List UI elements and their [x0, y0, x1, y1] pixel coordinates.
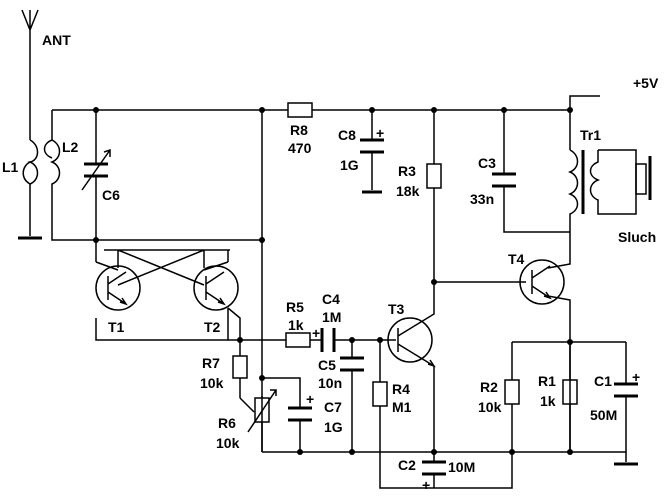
c2-plus: +	[422, 477, 430, 493]
capacitor-c5	[340, 340, 364, 452]
c3-label: C3	[478, 155, 496, 171]
l1-label: L1	[2, 159, 19, 175]
right-branch-wiring	[511, 341, 627, 452]
l2-label: L2	[62, 139, 79, 155]
c4-label: C4	[322, 291, 340, 307]
transistor-t3	[387, 308, 436, 452]
r5-label: R5	[286, 299, 304, 315]
top-rail	[52, 95, 600, 150]
c1-label: C1	[594, 373, 612, 389]
tr1-label: Tr1	[580, 127, 601, 143]
t4-wiring	[434, 250, 571, 452]
c8-label: C8	[338, 127, 356, 143]
t3-label: T3	[388, 301, 405, 317]
c7-label: C7	[324, 399, 342, 415]
r7-value: 10k	[200, 375, 224, 391]
r3-label: R3	[398, 163, 416, 179]
resistor-r2	[504, 379, 520, 405]
c5-label: C5	[318, 357, 336, 373]
resistor-r1	[562, 379, 578, 405]
capacitor-c3	[492, 110, 570, 233]
r6-label: R6	[218, 415, 236, 431]
t2-label: T2	[204, 319, 221, 335]
transistor-t4	[519, 259, 565, 305]
t4-label: T4	[508, 251, 525, 267]
r7-label: R7	[202, 355, 220, 371]
c8-plus: +	[376, 125, 384, 141]
potentiometer-r6	[239, 377, 301, 452]
transformer-tr1	[567, 149, 637, 250]
c6-label: C6	[102, 187, 120, 203]
transistor-t2	[193, 265, 239, 311]
capacitor-c1	[614, 382, 638, 398]
resistor-r8	[287, 102, 313, 118]
c4-value: 1M	[322, 309, 341, 325]
resistor-r5	[285, 332, 311, 348]
r4-value: M1	[392, 399, 412, 415]
c8-value: 1G	[340, 157, 359, 173]
c4-plus: +	[312, 325, 320, 341]
vcc-label: +5V	[633, 75, 659, 91]
bottom-rail	[262, 451, 627, 462]
r4-label: R4	[392, 381, 410, 397]
capacitor-c7	[288, 400, 312, 452]
c5-value: 10n	[318, 375, 342, 391]
c1-plus: +	[632, 369, 640, 385]
ant-label: ANT	[42, 32, 71, 48]
c2-value: 10M	[448, 459, 475, 475]
coil-l1	[18, 139, 42, 240]
capacitor-c4	[320, 328, 336, 352]
headphone-icon	[635, 156, 652, 200]
t1-label: T1	[108, 319, 125, 335]
resistor-r4	[372, 340, 513, 489]
sluch-label: Sluch	[618, 229, 656, 245]
r5-value: 1k	[288, 317, 304, 333]
r2-label: R2	[480, 379, 498, 395]
r6-value: 10k	[216, 435, 240, 451]
r3-value: 18k	[396, 183, 420, 199]
junction-dots	[93, 107, 573, 455]
c3-value: 33n	[470, 191, 494, 207]
variable-capacitor-c6	[81, 110, 111, 240]
resistor-r3	[426, 110, 442, 308]
capacitor-c8	[360, 110, 384, 194]
r1-value: 1k	[540, 393, 556, 409]
c2-label: C2	[398, 457, 416, 473]
r8-label: R8	[290, 122, 308, 138]
coil-l2	[43, 110, 96, 241]
c1-value: 50M	[590, 407, 617, 423]
c7-value: 1G	[324, 419, 343, 435]
c7-plus: +	[306, 391, 314, 407]
r2-value: 10k	[478, 399, 502, 415]
transistor-t1	[95, 265, 141, 311]
antenna	[21, 9, 39, 140]
r1-label: R1	[538, 373, 556, 389]
r8-value: 470	[288, 140, 312, 156]
resistor-r7	[232, 350, 248, 398]
